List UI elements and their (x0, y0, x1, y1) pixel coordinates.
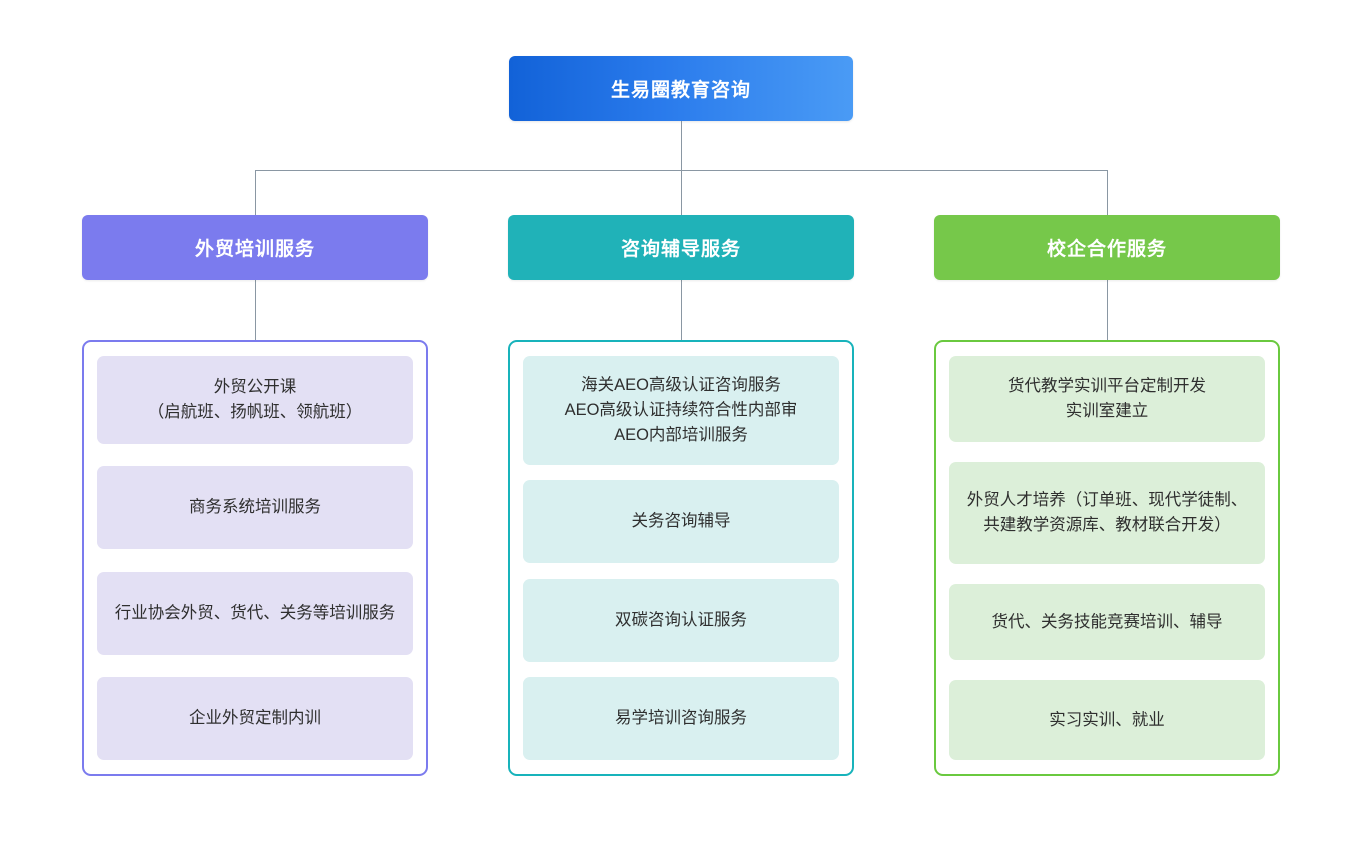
item-training-4[interactable]: 企业外贸定制内训 (97, 676, 413, 760)
header-node-consulting[interactable]: 咨询辅导服务 (508, 215, 854, 280)
root-node-label: 生易圈教育咨询 (610, 80, 751, 101)
item-school-2[interactable]: 外贸人才培养（订单班、现代学徒制、共建教学资源库、教材联合开发） (949, 462, 1265, 564)
item-consulting-2[interactable]: 关务咨询辅导 (523, 480, 839, 564)
column-training: 外贸培训服务 (82, 215, 428, 280)
item-training-2[interactable]: 商务系统培训服务 (97, 466, 413, 550)
header-node-training-label: 外贸培训服务 (194, 239, 315, 260)
item-training-3[interactable]: 行业协会外贸、货代、关务等培训服务 (97, 571, 413, 655)
item-school-3[interactable]: 货代、关务技能竞赛培训、辅导 (949, 584, 1265, 660)
item-consulting-3[interactable]: 双碳咨询认证服务 (523, 578, 839, 662)
item-school-4[interactable]: 实习实训、就业 (949, 680, 1265, 760)
column-school: 校企合作服务 (934, 215, 1280, 280)
item-training-1[interactable]: 外贸公开课 （启航班、扬帆班、领航班） (97, 356, 413, 444)
items-container-training: 外贸公开课 （启航班、扬帆班、领航班） 商务系统培训服务 行业协会外贸、货代、关… (82, 340, 428, 776)
connector-root-vertical (681, 121, 682, 170)
header-node-school-label: 校企合作服务 (1046, 239, 1167, 260)
item-consulting-4[interactable]: 易学培训咨询服务 (523, 676, 839, 760)
connector-to-training-header (255, 170, 256, 215)
root-node[interactable]: 生易圈教育咨询 (509, 56, 853, 121)
header-node-training[interactable]: 外贸培训服务 (82, 215, 428, 280)
item-school-1[interactable]: 货代教学实训平台定制开发 实训室建立 (949, 356, 1265, 442)
connector-consulting-header-to-items (681, 280, 682, 340)
column-consulting: 咨询辅导服务 (508, 215, 854, 280)
items-container-school: 货代教学实训平台定制开发 实训室建立 外贸人才培养（订单班、现代学徒制、共建教学… (934, 340, 1280, 776)
connector-to-school-header (1107, 170, 1108, 215)
item-consulting-1[interactable]: 海关AEO高级认证咨询服务 AEO高级认证持续符合性内部审 AEO内部培训服务 (523, 356, 839, 465)
header-node-consulting-label: 咨询辅导服务 (620, 239, 741, 260)
connector-school-header-to-items (1107, 280, 1108, 340)
connector-to-consulting-header (681, 170, 682, 215)
connector-training-header-to-items (255, 280, 256, 340)
header-node-school[interactable]: 校企合作服务 (934, 215, 1280, 280)
items-container-consulting: 海关AEO高级认证咨询服务 AEO高级认证持续符合性内部审 AEO内部培训服务 … (508, 340, 854, 776)
